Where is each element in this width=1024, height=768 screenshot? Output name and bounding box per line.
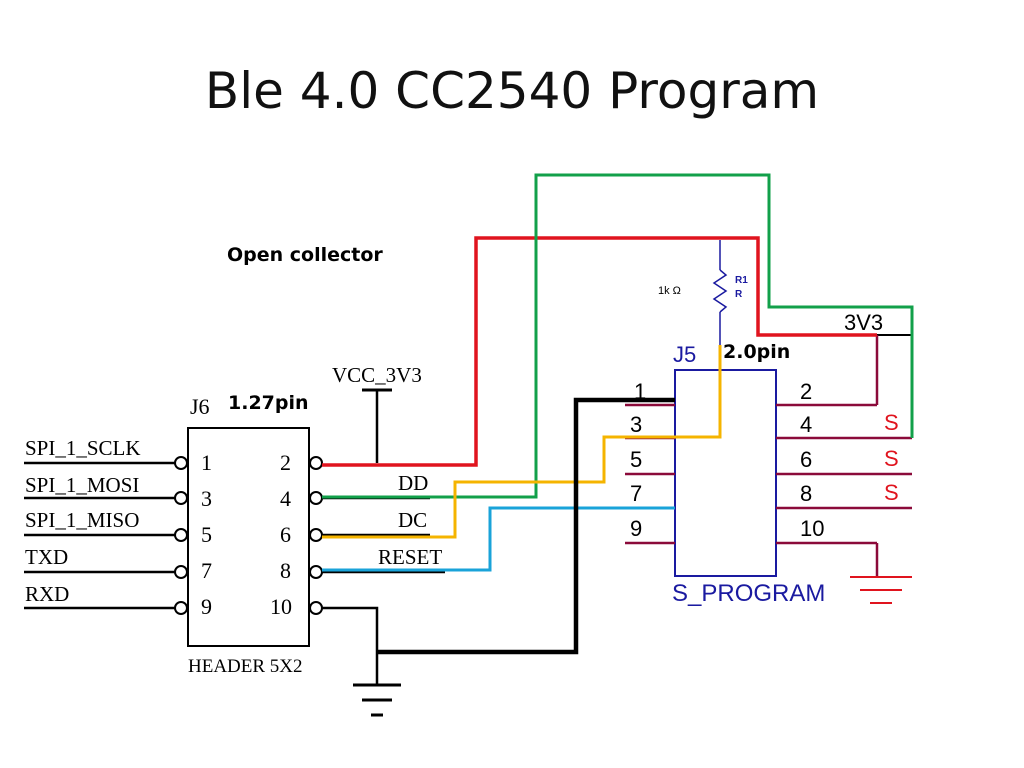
j6-pin-4: 4 <box>280 486 291 511</box>
open-collector-label: Open collector <box>227 244 383 266</box>
j5-pin-7: 7 <box>630 481 642 506</box>
j6-pin-8-circle <box>309 565 323 579</box>
miso-label: SPI_1_MISO <box>25 508 139 532</box>
txd-label: TXD <box>25 545 68 569</box>
j5-body <box>674 369 777 577</box>
j6-ground-wire <box>322 606 379 685</box>
j6-ref: J6 <box>190 394 210 419</box>
slide-title: Ble 4.0 CC2540 Program <box>204 62 820 120</box>
j6-body <box>187 427 310 647</box>
j5-pin-6: 6 <box>800 447 812 472</box>
r1-zigzag <box>712 269 728 313</box>
j6-pin-8: 8 <box>280 558 291 583</box>
black-wire-ground <box>377 397 675 655</box>
j6-pin-7: 7 <box>201 558 212 583</box>
j5-pin-4: 4 <box>800 412 812 437</box>
j5-name: S_PROGRAM <box>672 580 825 607</box>
j6-name: HEADER 5X2 <box>188 656 303 677</box>
j6-pin-10: 10 <box>270 594 292 619</box>
j6-pin-5: 5 <box>201 522 212 547</box>
blue-wire-reset <box>322 506 675 572</box>
j6-pin-2: 2 <box>280 450 291 475</box>
j6-pin-1-circle <box>174 456 188 470</box>
j5-ref: J5 <box>673 342 696 367</box>
j5-pitch-label: 2.0pin <box>723 341 791 363</box>
j6-pin-5-circle <box>174 528 188 542</box>
j5-pin-2: 2 <box>800 379 812 404</box>
rxd-label: RXD <box>25 582 69 606</box>
j6-pitch-label: 1.27pin <box>228 392 309 414</box>
j5-pin-8: 8 <box>800 481 812 506</box>
green-wire-dd <box>322 173 914 499</box>
sclk-label: SPI_1_SCLK <box>25 436 141 460</box>
orange-wire-dc <box>322 345 722 539</box>
s-mark-6: S <box>884 446 899 471</box>
j6-pin-10-circle <box>309 601 323 615</box>
j6-pin-7-circle <box>174 565 188 579</box>
net-3v3-label: 3V3 <box>844 310 883 335</box>
j6-pin-4-circle <box>309 491 323 505</box>
r1-value: 1k Ω <box>658 285 681 297</box>
j5-pin-5: 5 <box>630 447 642 472</box>
dd-label: DD <box>398 471 428 495</box>
s-mark-8: S <box>884 480 899 505</box>
j6-pin-2-circle <box>309 456 323 470</box>
dc-label: DC <box>398 508 427 532</box>
j6-pin-6-circle <box>309 528 323 542</box>
j6-pin-1: 1 <box>201 450 212 475</box>
s-mark-4: S <box>884 410 899 435</box>
j5-pin-10: 10 <box>800 516 824 541</box>
vcc-label: VCC_3V3 <box>332 363 422 387</box>
mosi-label: SPI_1_MOSI <box>25 473 139 497</box>
j5-pin-9: 9 <box>630 516 642 541</box>
r1-sub: R <box>735 289 743 300</box>
j6-pin-9-circle <box>174 601 188 615</box>
j6-pin-9: 9 <box>201 594 212 619</box>
reset-label: RESET <box>378 545 442 569</box>
j6-pin-3: 3 <box>201 486 212 511</box>
j5-pin-3: 3 <box>630 412 642 437</box>
j6-pin-3-circle <box>174 491 188 505</box>
red-wire-3v3 <box>322 236 877 467</box>
j6-pin-6: 6 <box>280 522 291 547</box>
r1-ref: R1 <box>735 275 748 286</box>
